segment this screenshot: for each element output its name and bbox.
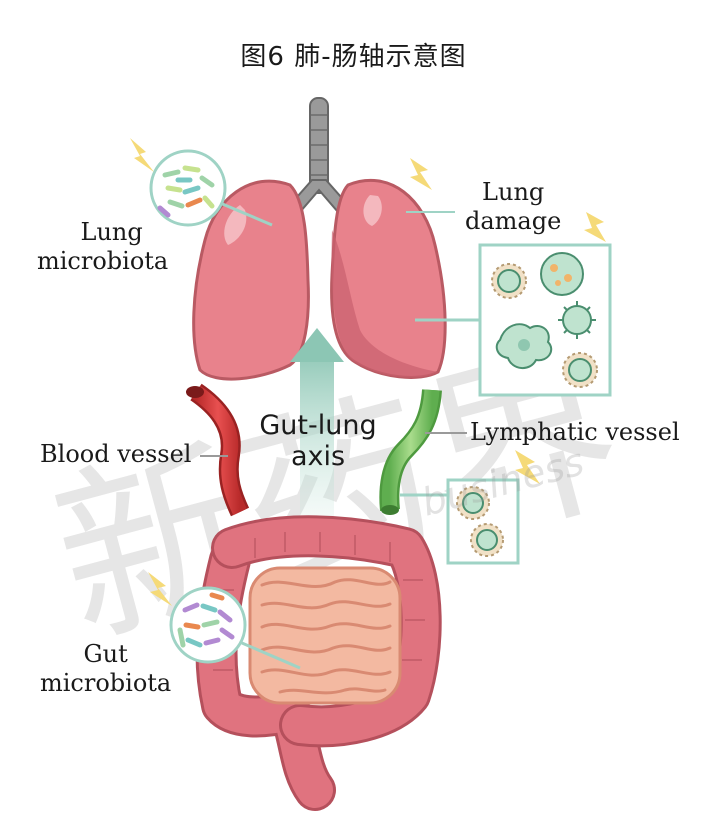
immune-cells	[491, 252, 598, 388]
right-lung	[330, 178, 447, 379]
lung-microbiota-label: Lung microbiota	[37, 218, 169, 275]
gut-microbiota-label: Gut microbiota	[40, 640, 172, 697]
trachea	[288, 97, 350, 214]
lymphatic-callout	[400, 450, 540, 565]
lung-damage-label: Lung damage	[465, 178, 562, 235]
blood-vessel-label: Blood vessel	[40, 440, 192, 468]
left-lung	[192, 179, 310, 381]
lymphatic-vessel-label: Lymphatic vessel	[470, 418, 680, 446]
lymphatic-vessel-leader	[425, 432, 467, 434]
gut-lung-axis-label: Gut-lung axis	[259, 410, 377, 472]
blood-vessel	[186, 383, 250, 517]
lung-microbiota-callout	[130, 138, 273, 227]
blood-vessel-leader	[200, 455, 228, 457]
lymphatic-vessel	[379, 389, 442, 515]
gut-microbiota-callout	[148, 572, 301, 670]
small-intestine	[248, 566, 402, 705]
lung-damage-callout	[406, 158, 612, 397]
axis-arrow	[290, 328, 344, 520]
figure-title: 图6 肺-肠轴示意图	[240, 42, 467, 72]
